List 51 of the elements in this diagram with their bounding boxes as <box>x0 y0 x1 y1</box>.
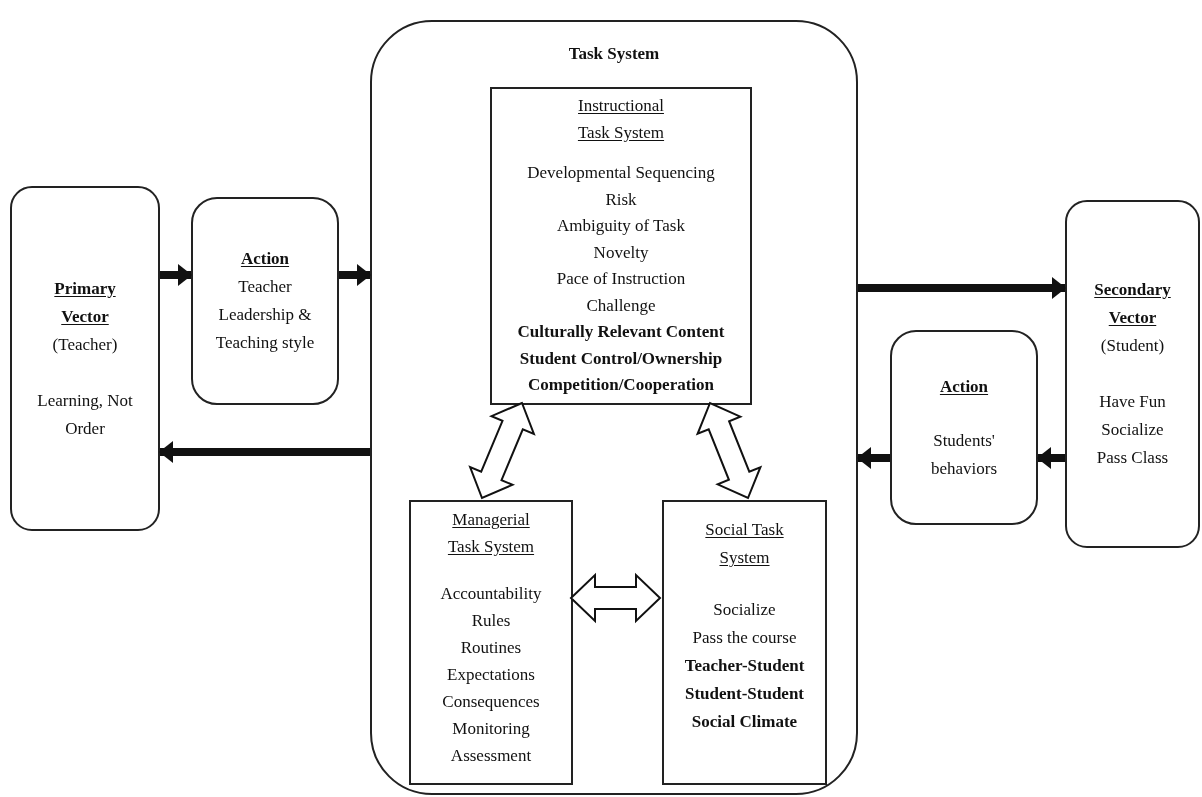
rounded-box <box>1065 200 1200 548</box>
box-text: Rules <box>471 610 511 632</box>
arrow <box>857 447 890 469</box>
box-text: Pace of Instruction <box>556 268 686 290</box>
box-text: Assessment <box>450 745 532 767</box>
box-text: (Student) <box>1100 335 1165 357</box>
system-box <box>409 500 573 785</box>
box-text: Social Climate <box>691 711 798 733</box>
box-text: Consequences <box>442 691 540 713</box>
box-heading: Managerial Task System <box>446 509 536 558</box>
double-block-arrow <box>569 572 662 624</box>
box-text: Pass Class <box>1096 447 1169 469</box>
box-text: Students' behaviors <box>929 429 999 480</box>
box-text: (Teacher) <box>52 333 118 356</box>
box-text: Routines <box>460 637 522 659</box>
box-text: Learning, Not Order <box>36 389 134 440</box>
box-text: Monitoring <box>452 718 530 740</box>
box-text: Student Control/Ownership <box>519 347 723 370</box>
box-heading: Action <box>240 248 290 270</box>
box-heading: Instructional Task System <box>576 95 666 144</box>
box-heading: Primary Vector <box>53 277 117 328</box>
box-text: Competition/Cooperation <box>527 374 714 396</box>
box-text: Pass the course <box>692 627 797 649</box>
box-text: Teacher-Student <box>684 655 805 677</box>
system-box <box>490 87 752 405</box>
box-text: Accountability <box>440 583 542 605</box>
rounded-box <box>191 197 339 405</box>
box-text: Developmental Sequencing <box>527 162 715 184</box>
double-block-arrow <box>695 401 763 500</box>
box-heading: Task System <box>568 43 660 65</box>
system-box <box>662 500 827 785</box>
box-text: Expectations <box>447 664 535 686</box>
box-text: Novelty <box>593 241 649 264</box>
box-text: Teacher Leadership & Teaching style <box>214 276 316 354</box>
arrow <box>1037 447 1065 469</box>
arrow <box>159 441 370 463</box>
box-text: Culturally Relevant Content <box>517 321 725 343</box>
double-block-arrow <box>468 401 536 500</box>
rounded-box <box>10 186 160 531</box>
rounded-box <box>370 20 858 795</box>
box-text: Risk <box>605 188 637 211</box>
box-heading: Social Task System <box>704 519 785 569</box>
rounded-box <box>890 330 1038 525</box>
box-text: Ambiguity of Task <box>557 215 685 237</box>
box-text: Socialize <box>1101 419 1164 441</box>
box-heading: Action <box>939 375 989 398</box>
box-text: Socialize <box>713 599 776 621</box>
box-text: Have Fun <box>1099 391 1166 413</box>
box-heading: Secondary Vector <box>1093 279 1172 329</box>
box-text: Challenge <box>586 294 656 317</box>
box-text: Student-Student <box>684 683 804 705</box>
